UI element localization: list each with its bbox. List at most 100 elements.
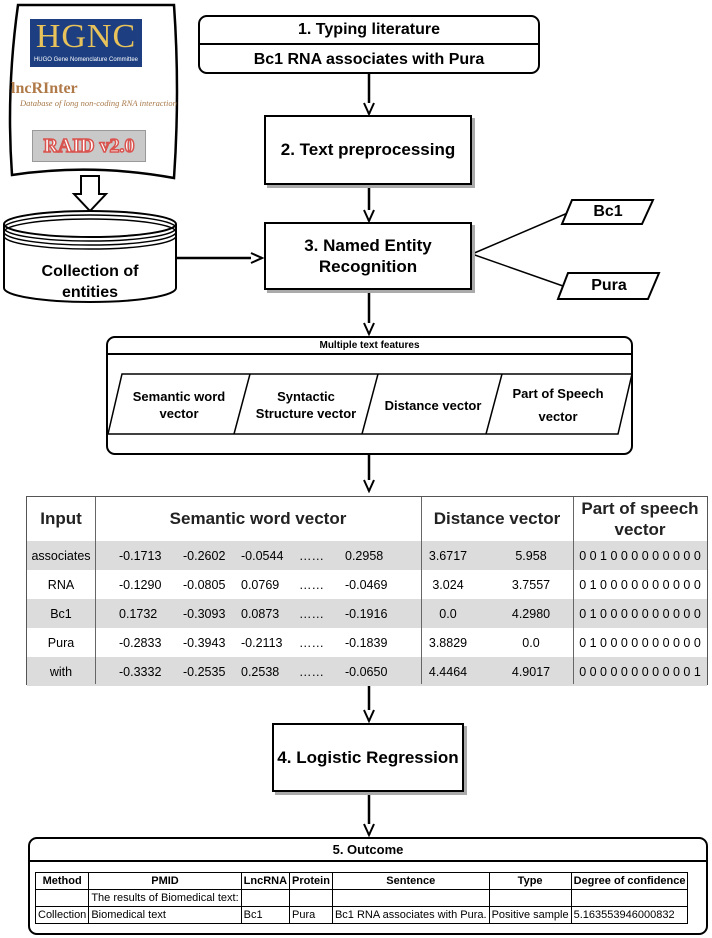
distance-value: 4.9017 xyxy=(511,664,551,679)
step1-title: 1. Typing literature xyxy=(200,17,538,45)
outcome-header: Degree of confidence xyxy=(570,872,689,890)
semantic-value: -0.1713 xyxy=(119,548,162,563)
col-sep-2 xyxy=(421,497,422,684)
outcome-cell: Biomedical text xyxy=(88,906,242,924)
step4-box: 4. Logistic Regression xyxy=(272,723,464,792)
outcome-row: The results of Biomedical text: xyxy=(34,889,689,907)
distance-value: 3.6717 xyxy=(428,548,468,563)
col-sep-1 xyxy=(95,497,96,684)
entity-bc1-shape xyxy=(560,199,655,225)
lncrinter-logo: lncRInter xyxy=(11,80,78,97)
pos-value: 0 1 0 0 0 0 0 0 0 0 0 0 xyxy=(579,577,701,592)
row-input: Bc1 xyxy=(50,606,72,621)
row-input: associates xyxy=(31,548,91,563)
semantic-value: -0.2535 xyxy=(183,664,226,679)
header-pos: Part of speech vector xyxy=(581,499,699,539)
outcome-cell xyxy=(570,889,689,907)
feature-distance: Distance vector xyxy=(384,397,482,413)
lncrinter-subtitle: Database of long non-coding RNA interact… xyxy=(20,98,177,108)
semantic-value: …… xyxy=(299,548,324,563)
outcome-cell: Pura xyxy=(289,906,333,924)
semantic-value: 0.1732 xyxy=(119,606,158,621)
features-title: Multiple text features xyxy=(108,338,631,355)
semantic-value: 0.0873 xyxy=(241,606,280,621)
entity-pura-shape xyxy=(556,272,661,300)
row-input: with xyxy=(49,664,73,679)
outcome-cell: Bc1 RNA associates with Pura. xyxy=(331,906,490,924)
hgnc-logo: HGNC HUGO Gene Nomenclature Committee xyxy=(30,18,142,67)
semantic-value: 0.2538 xyxy=(241,664,280,679)
database-label: Collection of entities xyxy=(41,263,139,301)
outcome-cell: 5.163553946000832 xyxy=(570,906,689,924)
header-semantic: Semantic word vector xyxy=(169,509,347,528)
distance-value: 4.2980 xyxy=(511,606,551,621)
entity-bc1: Bc1 xyxy=(593,203,623,220)
vector-table: Input Semantic word vector Distance vect… xyxy=(26,496,708,686)
feature-semantic: Semantic word vector xyxy=(132,389,226,421)
header-input: Input xyxy=(40,509,82,528)
step3-box: 3. Named Entity Recognition xyxy=(264,222,472,290)
semantic-value: -0.3943 xyxy=(183,635,226,650)
outcome-cell xyxy=(331,889,490,907)
outcome-header: Protein xyxy=(289,872,333,890)
line-to-bc1 xyxy=(471,211,571,255)
semantic-value: -0.0469 xyxy=(345,577,388,592)
distance-value: 0.0 xyxy=(522,635,540,650)
semantic-value: -0.3093 xyxy=(183,606,226,621)
outcome-header: Sentence xyxy=(331,872,490,890)
outcome-cell: The results of Biomedical text: xyxy=(88,889,242,907)
semantic-value: -0.0805 xyxy=(183,577,226,592)
outcome-cell xyxy=(289,889,333,907)
sources-down-arrow xyxy=(71,175,109,213)
semantic-value: …… xyxy=(299,635,324,650)
pos-value: 0 0 0 0 0 0 0 0 0 0 0 1 xyxy=(579,664,701,679)
step1-text: Bc1 RNA associates with Pura xyxy=(253,50,485,68)
outcome-cell: Collection xyxy=(34,906,90,924)
outcome-title: 5. Outcome xyxy=(30,839,706,862)
outcome-cell: Bc1 xyxy=(240,906,291,924)
semantic-value: -0.3332 xyxy=(119,664,162,679)
distance-value: 3.024 xyxy=(432,577,464,592)
distance-value: 4.4464 xyxy=(428,664,468,679)
row-input: Pura xyxy=(47,635,75,650)
database-icon xyxy=(3,210,177,303)
outcome-header: LncRNA xyxy=(240,872,291,890)
outcome-cell xyxy=(240,889,291,907)
entity-pura: Pura xyxy=(591,277,627,294)
row-input: RNA xyxy=(47,577,75,592)
semantic-value: 0.2958 xyxy=(345,548,384,563)
outcome-header: PMID xyxy=(88,872,242,890)
outcome-cell: Positive sample xyxy=(488,906,572,924)
outcome-cell xyxy=(34,889,90,907)
semantic-value: -0.1916 xyxy=(345,606,388,621)
outcome-cell xyxy=(488,889,572,907)
semantic-value: -0.2602 xyxy=(183,548,226,563)
semantic-value: -0.2833 xyxy=(119,635,162,650)
semantic-value: …… xyxy=(299,664,324,679)
header-distance: Distance vector xyxy=(433,509,561,528)
semantic-value: -0.1839 xyxy=(345,635,388,650)
semantic-value: 0.0769 xyxy=(241,577,280,592)
line-to-pura xyxy=(471,253,564,287)
vector-row: with -0.3332 -0.2535 0.2538 …… -0.0650 4.4464 4… xyxy=(27,657,707,686)
outcome-header: Method xyxy=(34,872,90,890)
distance-value: 3.8829 xyxy=(428,635,468,650)
pos-value: 0 1 0 0 0 0 0 0 0 0 0 0 xyxy=(579,606,701,621)
features-band xyxy=(107,373,633,435)
step1-box: 1. Typing literature Bc1 RNA associates … xyxy=(198,15,540,74)
feature-syntactic: Syntactic Structure vector xyxy=(255,389,357,421)
distance-value: 3.7557 xyxy=(511,577,551,592)
vector-row: Bc1 0.1732 -0.3093 0.0873 …… -0.1916 0.0 4.2980… xyxy=(27,599,707,628)
semantic-value: -0.1290 xyxy=(119,577,162,592)
distance-value: 0.0 xyxy=(439,606,457,621)
outcome-header: Type xyxy=(488,872,572,890)
feature-pos: Part of Speech vector xyxy=(512,386,604,424)
semantic-value: -0.0650 xyxy=(345,664,388,679)
pos-value: 0 1 0 0 0 0 0 0 0 0 0 0 xyxy=(579,635,701,650)
raid-logo: RAID v2.0 xyxy=(32,130,146,162)
semantic-value: …… xyxy=(299,606,324,621)
